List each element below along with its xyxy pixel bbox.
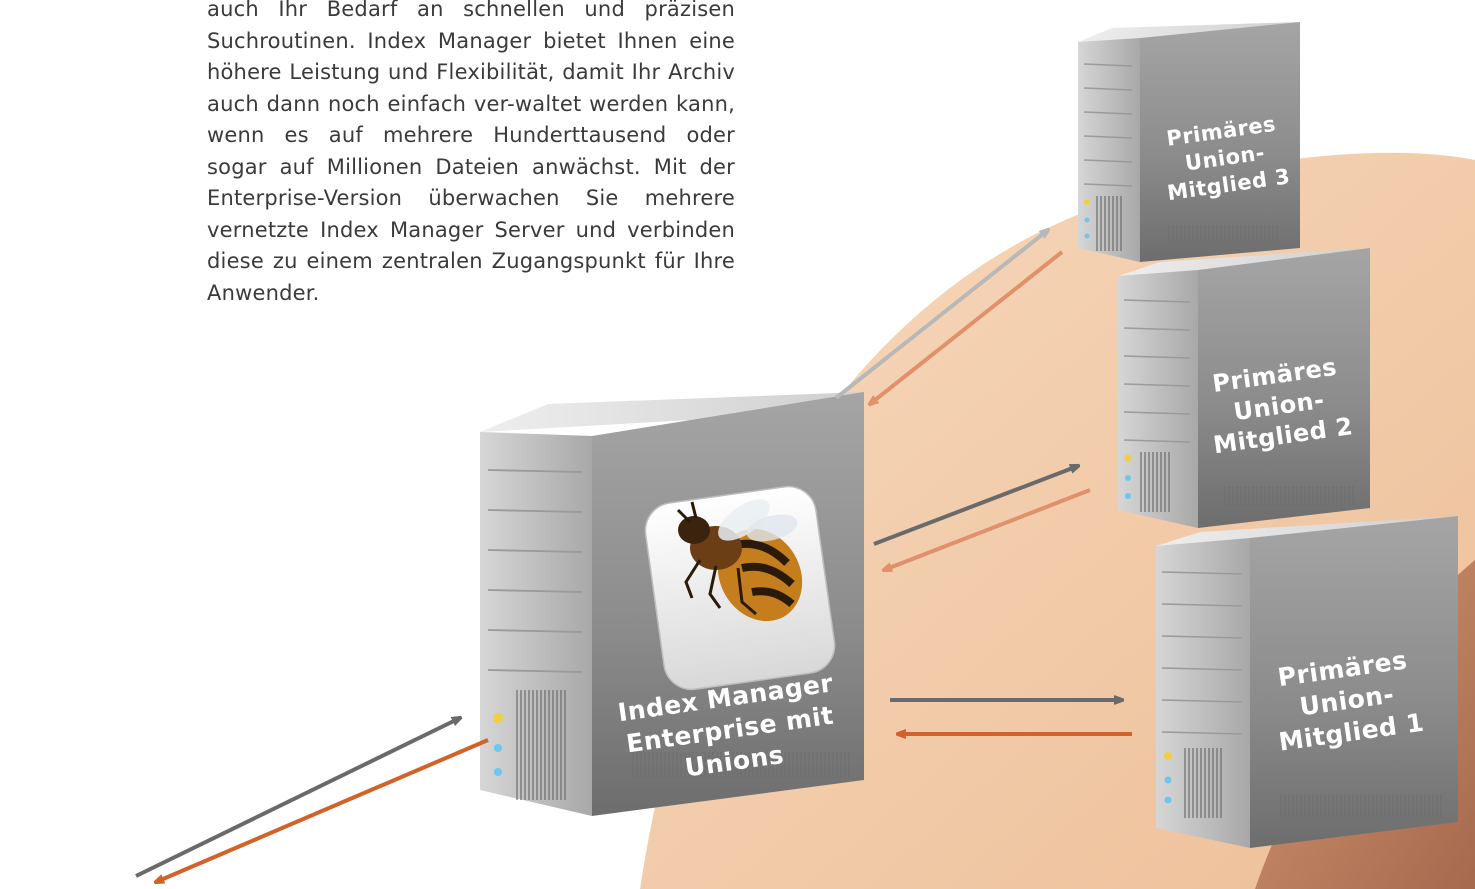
server-member-3 (1078, 22, 1300, 262)
arrow-client-request (135, 718, 460, 878)
arrow-to-member-2 (873, 466, 1078, 546)
intro-paragraph: auch Ihr Bedarf an schnellen und präzise… (207, 0, 735, 305)
server-main (480, 392, 864, 816)
arrow-to-member-3 (834, 230, 1048, 400)
bee-icon (644, 485, 836, 691)
server-member-2 (1118, 248, 1370, 528)
server-member-1 (1156, 516, 1458, 848)
arrow-client-response (156, 738, 489, 882)
arrow-from-member-3 (870, 250, 1064, 404)
arrow-from-member-2 (884, 488, 1091, 570)
